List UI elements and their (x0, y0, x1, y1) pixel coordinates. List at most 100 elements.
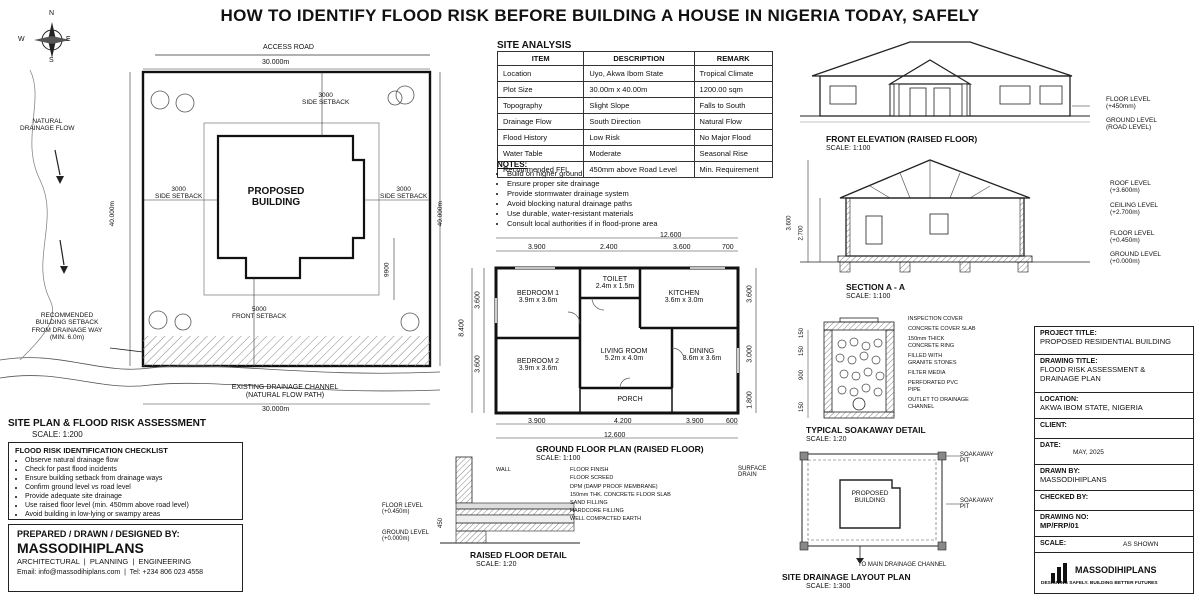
site-drainage-caption: SITE DRAINAGE LAYOUT PLAN (782, 572, 911, 582)
sk-dim: 150 (799, 327, 806, 339)
sec-dim: 2.700 (798, 225, 805, 241)
tb-project: PROJECT TITLE: PROPOSED RESIDENTIAL BUIL… (1035, 327, 1193, 355)
rf-label: SAND FILLING (570, 500, 608, 507)
checklist-list: Observe natural drainage flow Check for … (15, 456, 236, 519)
room-porch: PORCH (617, 396, 643, 403)
sd-pit2-line-2: PIT (960, 504, 970, 510)
fe-ground-level: GROUND LEVEL (ROAD LEVEL) (1106, 117, 1157, 131)
sk-label: OUTLET TO DRAINAGE CHANNEL (908, 397, 969, 410)
dim-9900: 9900 (383, 262, 391, 277)
sk-label: FILTER MEDIA (908, 370, 946, 376)
right-setback: 3000 SIDE SETBACK (380, 186, 427, 201)
sk-label: FILLED WITH GRANITE STONES (908, 353, 957, 366)
sk-label: 150mm THICK CONCRETE RING (908, 336, 955, 349)
sd-surface-drain: SURFACE DRAIN (738, 466, 766, 478)
front-setback: 5000 FRONT SETBACK (232, 306, 286, 321)
sk-dim: 150 (799, 401, 806, 413)
room-toilet: TOILET 2.4m x 1.5m (590, 276, 640, 290)
sec-ceiling-label: CEILING LEVEL (1110, 202, 1159, 209)
rf-ground-level: GROUND LEVEL (+0.000m) (382, 530, 429, 542)
compass: N S E W (14, 10, 74, 66)
notes-block: NOTES: Build on higher ground Ensure pro… (497, 160, 727, 229)
site-bottom-dim: 30.000m (262, 406, 290, 413)
room-name: DINING (689, 348, 715, 355)
right-setback-num: 3000 (396, 186, 411, 193)
soakaway-caption: TYPICAL SOAKAWAY DETAIL (806, 425, 926, 435)
recommended-setback-label: RECOMMENDED BUILDING SETBACK FROM DRAINA… (22, 312, 112, 342)
plan-bottom-dim: 3.900 (686, 418, 704, 425)
prepared-by-block: PREPARED / DRAWN / DESIGNED BY: MASSODIH… (8, 524, 243, 592)
compass-s: S (49, 57, 54, 64)
note-item: Provide stormwater drainage system (507, 189, 727, 199)
sec-floor-label: FLOOR LEVEL (1110, 230, 1155, 237)
firm-contact: Email: info@massodihiplans.com | Tel: +2… (17, 569, 204, 576)
rf-gl-label: GROUND LEVEL (382, 530, 430, 536)
note-item: Avoid blocking natural drainage paths (507, 199, 727, 209)
tb-drawing-no: DRAWING NO: MP/FRP/01 (1035, 511, 1193, 537)
rf-fl-value: (+0.450m) (382, 509, 410, 515)
tb-date-h: DATE: (1040, 442, 1061, 449)
column-header: DESCRIPTION (583, 51, 695, 66)
plan-top-total: 12.600 (660, 232, 682, 239)
room-living: LIVING ROOM 5.2m x 4.0m (594, 348, 654, 362)
sec-ceiling-level: CEILING LEVEL (+2.700m) (1110, 202, 1158, 216)
tb-dn-h: DRAWING NO: (1040, 514, 1089, 521)
tb-dt-v2: DRAINAGE PLAN (1040, 374, 1101, 383)
room-name: BEDROOM 2 (516, 358, 559, 365)
table-cell: 30.00m x 40.00m (583, 81, 695, 98)
top-setback-lbl: SIDE SETBACK (302, 99, 350, 107)
checklist-item: Avoid building in low-lying or swampy ar… (25, 510, 236, 519)
site-drainage-scale: SCALE: 1:300 (806, 583, 851, 590)
page-title: HOW TO IDENTIFY FLOOD RISK BEFORE BUILDI… (220, 6, 980, 25)
site-left-dim: 40.000m (108, 201, 116, 227)
rf-label: WELL COMPACTED EARTH (570, 516, 642, 523)
plan-left-dim: 3.600 (474, 291, 482, 309)
tb-checked-h: CHECKED BY: (1040, 494, 1089, 501)
sec-roof-value: (+3.600m) (1110, 187, 1140, 194)
north-arrow-icon (34, 22, 70, 58)
room-kitchen: KITCHEN 3.6m x 3.0m (654, 290, 714, 304)
rec-line-4: (MIN. 6.0m) (49, 334, 85, 342)
sec-floor-level: FLOOR LEVEL (+0.450m) (1110, 230, 1154, 244)
table-cell: 450mm above Road Level (583, 161, 695, 178)
sd-sd-line-2: DRAIN (738, 472, 757, 478)
natural-drainage-label: NATURAL DRAINAGE FLOW (20, 118, 75, 133)
tb-client-h: CLIENT: (1040, 422, 1067, 429)
top-setback-num: 3000 (318, 92, 333, 99)
left-setback-num: 3000 (171, 186, 186, 193)
rf-dim: 450 (438, 517, 445, 529)
table-cell: Tropical Climate (693, 65, 774, 82)
tb-date: DATE: MAY, 2025 (1035, 439, 1193, 465)
firm-services: ARCHITECTURAL | PLANNING | ENGINEERING (17, 557, 192, 566)
site-plan-caption: SITE PLAN & FLOOD RISK ASSESSMENT (8, 418, 206, 429)
sec-roof-label: ROOF LEVEL (1110, 180, 1151, 187)
raised-floor-detail (440, 456, 580, 544)
plan-right-dim: 3.600 (746, 285, 754, 303)
table-cell: Falls to South (693, 97, 774, 114)
room-name: BEDROOM 1 (516, 290, 559, 297)
sd-sd-line-1: SURFACE (738, 466, 767, 472)
fe-floor-level: FLOOR LEVEL (+450mm) (1106, 96, 1150, 110)
front-elevation-caption: FRONT ELEVATION (RAISED FLOOR) (826, 134, 978, 144)
site-drainage-layout (799, 451, 962, 564)
rec-line-2: BUILDING SETBACK (35, 319, 99, 327)
table-cell: Plot Size (496, 81, 585, 98)
room-dining: DINING 3.6m x 3.6m (672, 348, 732, 362)
plan-left-total: 8.400 (458, 319, 466, 337)
rf-label: DPM (DAMP PROOF MEMBRANE) (570, 483, 658, 490)
front-elevation-scale: SCALE: 1:100 (826, 145, 871, 152)
room-name: LIVING ROOM (600, 348, 648, 355)
fe-gl-label: GROUND LEVEL (1106, 117, 1157, 124)
sd-pit-top: SOAKAWAY PIT (960, 452, 993, 464)
channel-line-2: (NATURAL FLOW PATH) (245, 392, 325, 400)
room-size: 3.6m x 3.6m (682, 355, 722, 362)
sec-floor-value: (+0.450m) (1110, 237, 1140, 244)
table-cell: Drainage Flow (496, 113, 585, 130)
plan-left-dim: 3.600 (474, 355, 482, 373)
section-scale: SCALE: 1:100 (846, 293, 891, 300)
sec-ground-level: GROUND LEVEL (+0.000m) (1110, 251, 1161, 265)
checklist-item: Confirm ground level vs road level (25, 483, 236, 492)
soakaway-scale: SCALE: 1:20 (806, 436, 847, 443)
